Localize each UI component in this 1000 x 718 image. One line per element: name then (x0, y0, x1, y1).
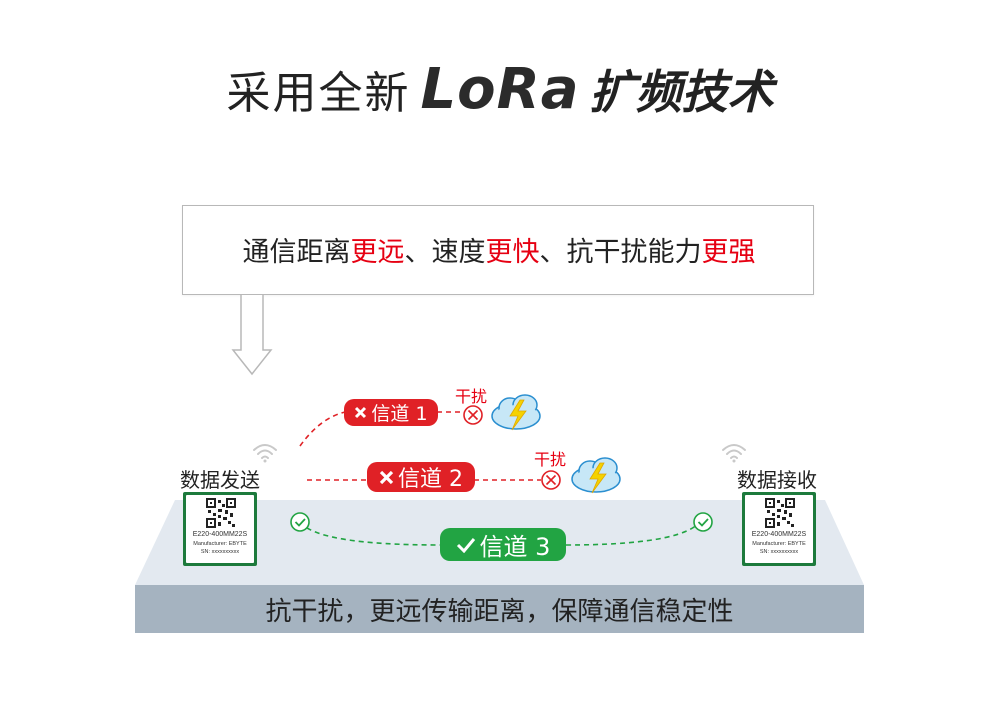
interference-label-2: 干扰 (534, 450, 567, 469)
title-brand: LoRa (420, 56, 580, 122)
channel-3-pill: 信道 3 (440, 528, 566, 561)
close-icon (354, 406, 367, 419)
storm-cloud-icon (571, 457, 621, 494)
callout-text-2: 、速度 (404, 237, 486, 268)
storm-cloud-icon (491, 394, 541, 431)
down-arrow-icon (231, 295, 273, 376)
interference-label-1: 干扰 (455, 387, 488, 406)
blocked-icon (541, 470, 561, 490)
module-manufacturer: Manufacturer: EBYTE (752, 541, 806, 547)
receiver-module: E220-400MM22S Manufacturer: EBYTE SN: xx… (742, 492, 816, 566)
module-sn: SN: xxxxxxxxxx (200, 549, 240, 555)
callout-highlight-3: 更强 (701, 237, 756, 268)
callout-box: 通信距离更远、速度更快、抗干扰能力更强 (182, 205, 814, 295)
check-circle-icon (693, 512, 713, 532)
qr-code-icon (206, 498, 236, 528)
sender-module: E220-400MM22S Manufacturer: EBYTE SN: xx… (183, 492, 257, 566)
module-manufacturer: Manufacturer: EBYTE (193, 541, 247, 547)
wifi-signal-icon (722, 444, 746, 463)
module-sn: SN: xxxxxxxxxx (759, 549, 799, 555)
channel-3-line-right (565, 521, 701, 546)
callout-text: 通信距离更远、速度更快、抗干扰能力更强 (183, 230, 815, 269)
check-circle-icon (290, 512, 310, 532)
channel-1-label: 信道 1 (371, 403, 428, 425)
blocked-icon (463, 405, 483, 425)
channel-3-label: 信道 3 (479, 533, 551, 561)
platform-label: 抗干扰，更远传输距离，保障通信稳定性 (265, 597, 734, 627)
wifi-signal-icon (253, 444, 277, 463)
title-prefix: 采用全新 (226, 68, 411, 119)
module-model: E220-400MM22S (751, 531, 807, 538)
close-icon (379, 470, 394, 485)
module-model: E220-400MM22S (192, 531, 248, 538)
callout-text-1: 通信距离 (242, 237, 351, 268)
receiver-label: 数据接收 (737, 468, 817, 492)
callout-text-3: 、抗干扰能力 (539, 237, 702, 268)
channel-1-line (299, 411, 346, 447)
channel-3-line-left (299, 521, 441, 546)
channel-1-pill: 信道 1 (344, 399, 438, 426)
qr-code-icon (765, 498, 795, 528)
callout-highlight-1: 更远 (350, 237, 405, 268)
callout-highlight-2: 更快 (485, 237, 540, 268)
channel-2-pill: 信道 2 (367, 462, 475, 492)
channel-2-label: 信道 2 (398, 467, 463, 492)
title-suffix: 扩频技术 (589, 65, 774, 119)
check-icon (456, 537, 476, 553)
platform-front (135, 585, 864, 633)
sender-label: 数据发送 (180, 468, 260, 492)
